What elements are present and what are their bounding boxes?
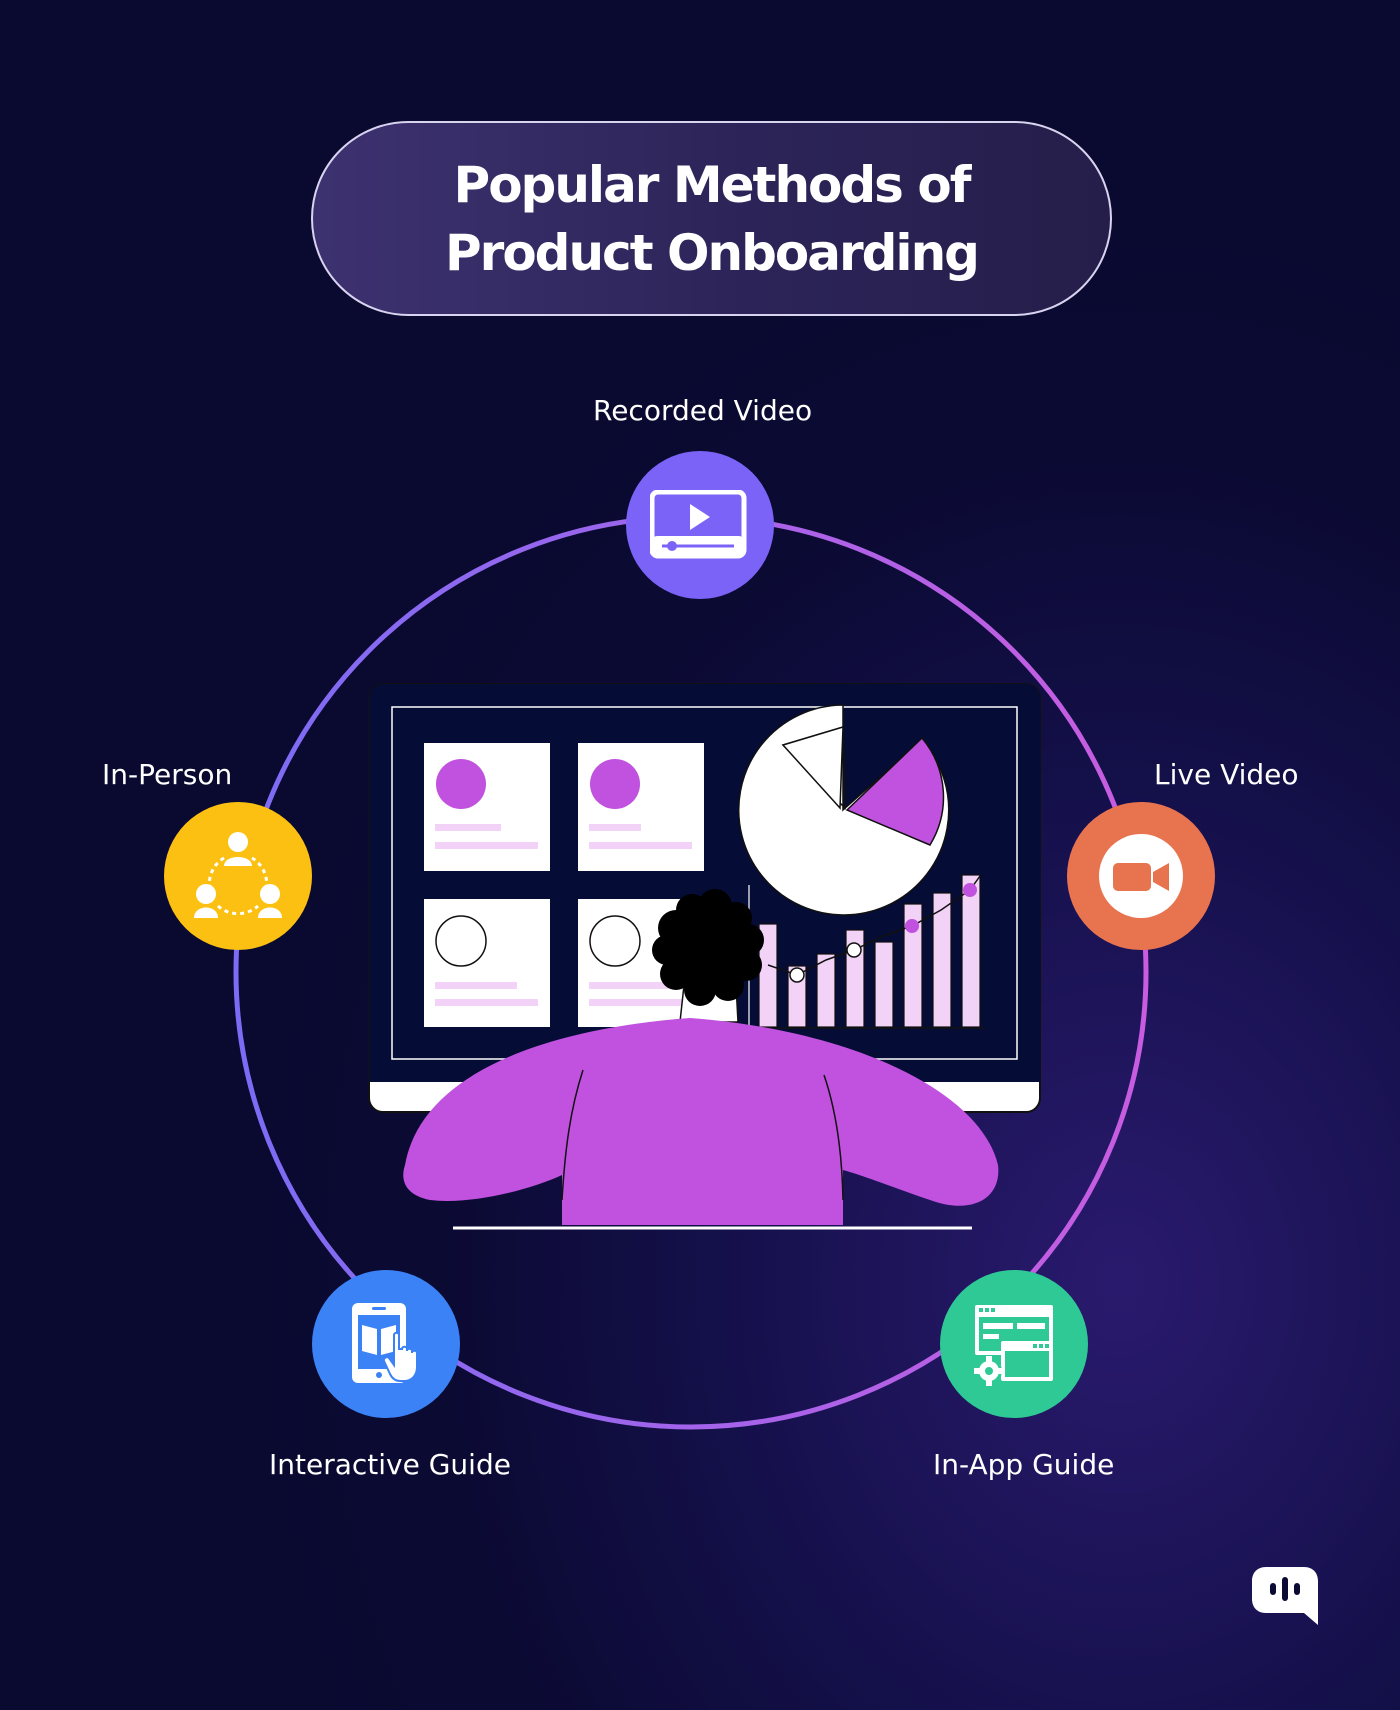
method-label-live-video: Live Video <box>1154 758 1299 791</box>
monitor <box>368 683 1041 1113</box>
chat-bubble-logo-icon <box>1252 1567 1318 1625</box>
people-network-icon <box>194 832 282 918</box>
app-window-gear-icon <box>974 1305 1053 1386</box>
tablet-touch-icon <box>352 1303 418 1383</box>
brand-logo <box>1250 1565 1320 1627</box>
video-camera-icon <box>1099 834 1183 918</box>
method-node-in-app-guide <box>940 1270 1088 1418</box>
method-node-interactive-guide <box>312 1270 460 1418</box>
method-label-interactive-guide: Interactive Guide <box>269 1448 511 1481</box>
title-line-2: Product Onboarding <box>445 223 980 282</box>
title-line-1: Popular Methods of <box>453 155 972 214</box>
dashboard-card <box>424 899 550 1027</box>
bar-chart <box>748 874 985 1029</box>
method-node-live-video <box>1067 802 1215 950</box>
method-label-in-person: In-Person <box>102 758 233 791</box>
method-node-recorded-video <box>626 451 774 599</box>
method-label-in-app-guide: In-App Guide <box>933 1448 1115 1481</box>
dashboard-card <box>578 743 704 871</box>
play-video-icon <box>650 490 747 559</box>
pie-chart <box>738 704 950 916</box>
person-hair <box>652 889 764 1006</box>
method-node-in-person <box>164 802 312 950</box>
title-banner: Popular Methods of Product Onboarding <box>311 121 1112 316</box>
dashboard-card <box>424 743 550 871</box>
method-label-recorded-video: Recorded Video <box>593 394 813 427</box>
person-at-desk <box>403 889 999 1230</box>
